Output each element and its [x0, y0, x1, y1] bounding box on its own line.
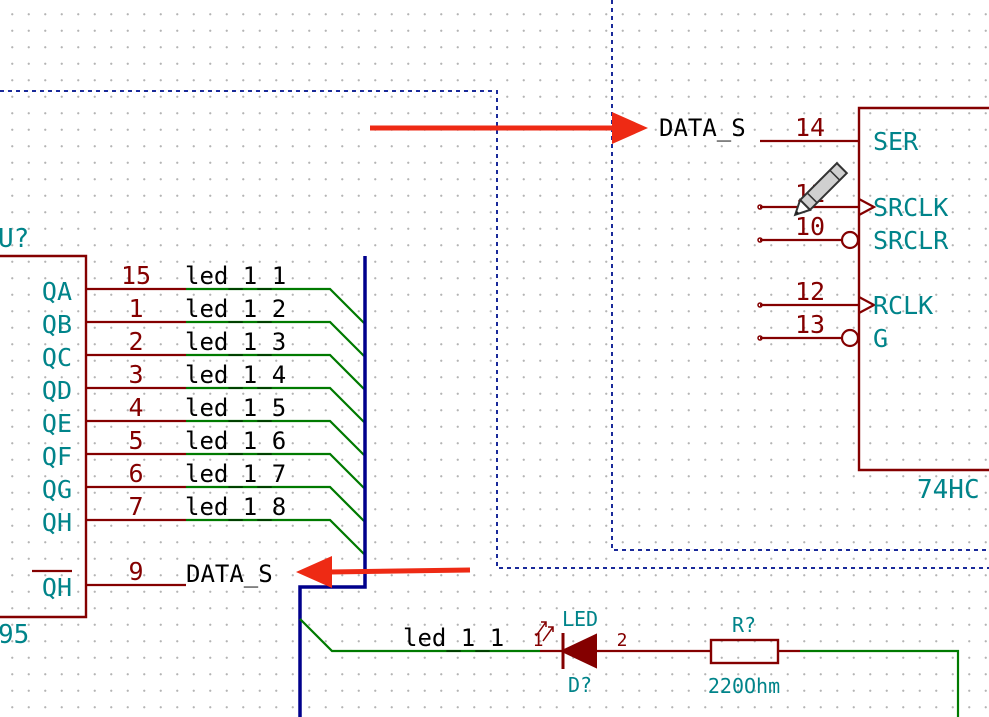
pin-name: QH — [42, 508, 72, 537]
net-wire[interactable]: led_1_8 — [185, 493, 365, 555]
left-ic-pin-QC[interactable]: QC 2 — [42, 327, 186, 372]
pin-number: 2 — [128, 327, 143, 356]
led-reference: D? — [568, 673, 592, 697]
resistor-value: 220Ohm — [708, 674, 780, 698]
net-label: led_1_5 — [185, 394, 286, 422]
led-net-label: led_1_1 — [403, 624, 504, 652]
net-label: led_1_1 — [185, 262, 286, 290]
right-ic-pin-SRCLR[interactable]: SRCLR 10 — [757, 212, 949, 255]
right-ic-body — [857, 106, 989, 472]
pencil-icon — [793, 161, 849, 217]
resistor-wire[interactable] — [800, 649, 960, 717]
clock-symbol — [858, 198, 877, 216]
pin-name: QC — [42, 343, 72, 372]
left-ic-pin-QH[interactable]: QH 7 — [42, 492, 186, 537]
pin-name: SRCLK — [873, 193, 948, 222]
net-wire[interactable]: led_1_4 — [185, 361, 365, 423]
annotation-arrow-right — [370, 112, 648, 144]
pin-name: QH — [42, 573, 72, 602]
pin-name: SRCLR — [873, 226, 949, 255]
pin-number: 10 — [795, 212, 825, 241]
net-label: led_1_8 — [185, 493, 286, 521]
right-sheet-border — [611, 0, 989, 551]
net-label: led_1_4 — [185, 361, 286, 389]
right-ic-pin-G[interactable]: G 13 — [757, 310, 888, 353]
left-ic-pin-QD[interactable]: QD 3 — [42, 360, 186, 405]
pin-name: SER — [873, 127, 919, 156]
pin-end — [757, 335, 763, 341]
pin-number: 12 — [795, 277, 825, 306]
left-ic-reference: U? — [0, 224, 29, 254]
net-wire[interactable]: led_1_7 — [185, 460, 365, 522]
left-ic-pin-QA[interactable]: QA 15 — [42, 261, 186, 306]
left-ic-body — [0, 254, 88, 619]
pin-number: 7 — [128, 492, 143, 521]
led-triangle — [559, 633, 597, 669]
net-wire[interactable]: led_1_1 — [185, 262, 365, 324]
pin-name: QA — [42, 277, 72, 306]
pin-name: QE — [42, 409, 72, 438]
net-label: led_1_7 — [185, 460, 286, 488]
pin-number: 3 — [128, 360, 143, 389]
pin-name: QB — [42, 310, 72, 339]
pin-number: 1 — [128, 294, 143, 323]
resistor-component[interactable]: R? 220Ohm — [645, 613, 800, 698]
led-pin1: 1 — [533, 630, 544, 651]
pin-number: 15 — [121, 261, 151, 290]
net-wire[interactable]: led_1_5 — [185, 394, 365, 456]
led-bus[interactable] — [298, 256, 367, 717]
net-wire[interactable]: led_1_6 — [185, 427, 365, 489]
data-s-label-right: DATA_S — [659, 114, 746, 142]
left-ic-pin-QF[interactable]: QF 5 — [42, 426, 186, 471]
net-label: led_1_3 — [185, 328, 286, 356]
led-value: LED — [562, 607, 598, 631]
pin-number: 9 — [128, 557, 143, 586]
pin-end — [757, 302, 763, 308]
net-label: led_1_6 — [185, 427, 286, 455]
data-s-label-left: DATA_S — [186, 560, 273, 588]
pin-number: 6 — [128, 459, 143, 488]
led-nets[interactable]: led_1_1 led_1_2 led_1_3 led_1_4 led_1_5 … — [185, 262, 365, 555]
pin-number: 14 — [795, 113, 825, 142]
left-ic-pin-QB[interactable]: QB 1 — [42, 294, 186, 339]
inversion-bubble — [840, 328, 860, 348]
resistor-body — [709, 638, 780, 665]
right-ic-pin-SRCLK[interactable]: SRCLK 11 — [757, 179, 948, 222]
pin-name: QF — [42, 442, 72, 471]
pin-end — [757, 237, 763, 243]
pin-name: G — [873, 324, 888, 353]
led-component[interactable]: LED D? 1 2 — [533, 607, 645, 697]
pin-number: 4 — [128, 393, 143, 422]
left-ic-value: 95 — [0, 620, 29, 650]
net-label: led_1_2 — [185, 295, 286, 323]
right-ic-pin-SER[interactable]: SER 14 — [760, 113, 919, 156]
right-ic[interactable]: 74HC SER 14 SRCLK 11 SRCLR 10 RCLK 12 — [757, 106, 989, 505]
net-wire[interactable]: led_1_2 — [185, 295, 365, 357]
left-sheet-border — [0, 90, 989, 569]
led-pin2: 2 — [617, 630, 628, 651]
annotation-arrow-left — [296, 556, 471, 588]
net-wire[interactable]: led_1_3 — [185, 328, 365, 390]
right-ic-pin-RCLK[interactable]: RCLK 12 — [757, 277, 933, 320]
pin-end — [757, 204, 763, 210]
clock-symbol — [858, 296, 877, 314]
inversion-bubble — [840, 230, 860, 250]
right-ic-value: 74HC — [917, 475, 980, 505]
pin-number: 13 — [795, 310, 825, 339]
resistor-reference: R? — [732, 613, 756, 637]
left-ic[interactable]: U? 95 QA 15 QB 1 QC 2 QD 3 QE 4 — [0, 224, 186, 650]
pin-number: 5 — [128, 426, 143, 455]
pin-name: QD — [42, 376, 72, 405]
left-ic-pin-QE[interactable]: QE 4 — [42, 393, 186, 438]
left-ic-pin-QH-bar[interactable]: QH 9 — [32, 557, 186, 602]
left-ic-pin-QG[interactable]: QG 6 — [42, 459, 186, 504]
led-light-arrows — [535, 621, 554, 642]
led-wire[interactable] — [299, 618, 540, 653]
pin-name: QG — [42, 475, 72, 504]
pin-name: RCLK — [873, 291, 933, 320]
